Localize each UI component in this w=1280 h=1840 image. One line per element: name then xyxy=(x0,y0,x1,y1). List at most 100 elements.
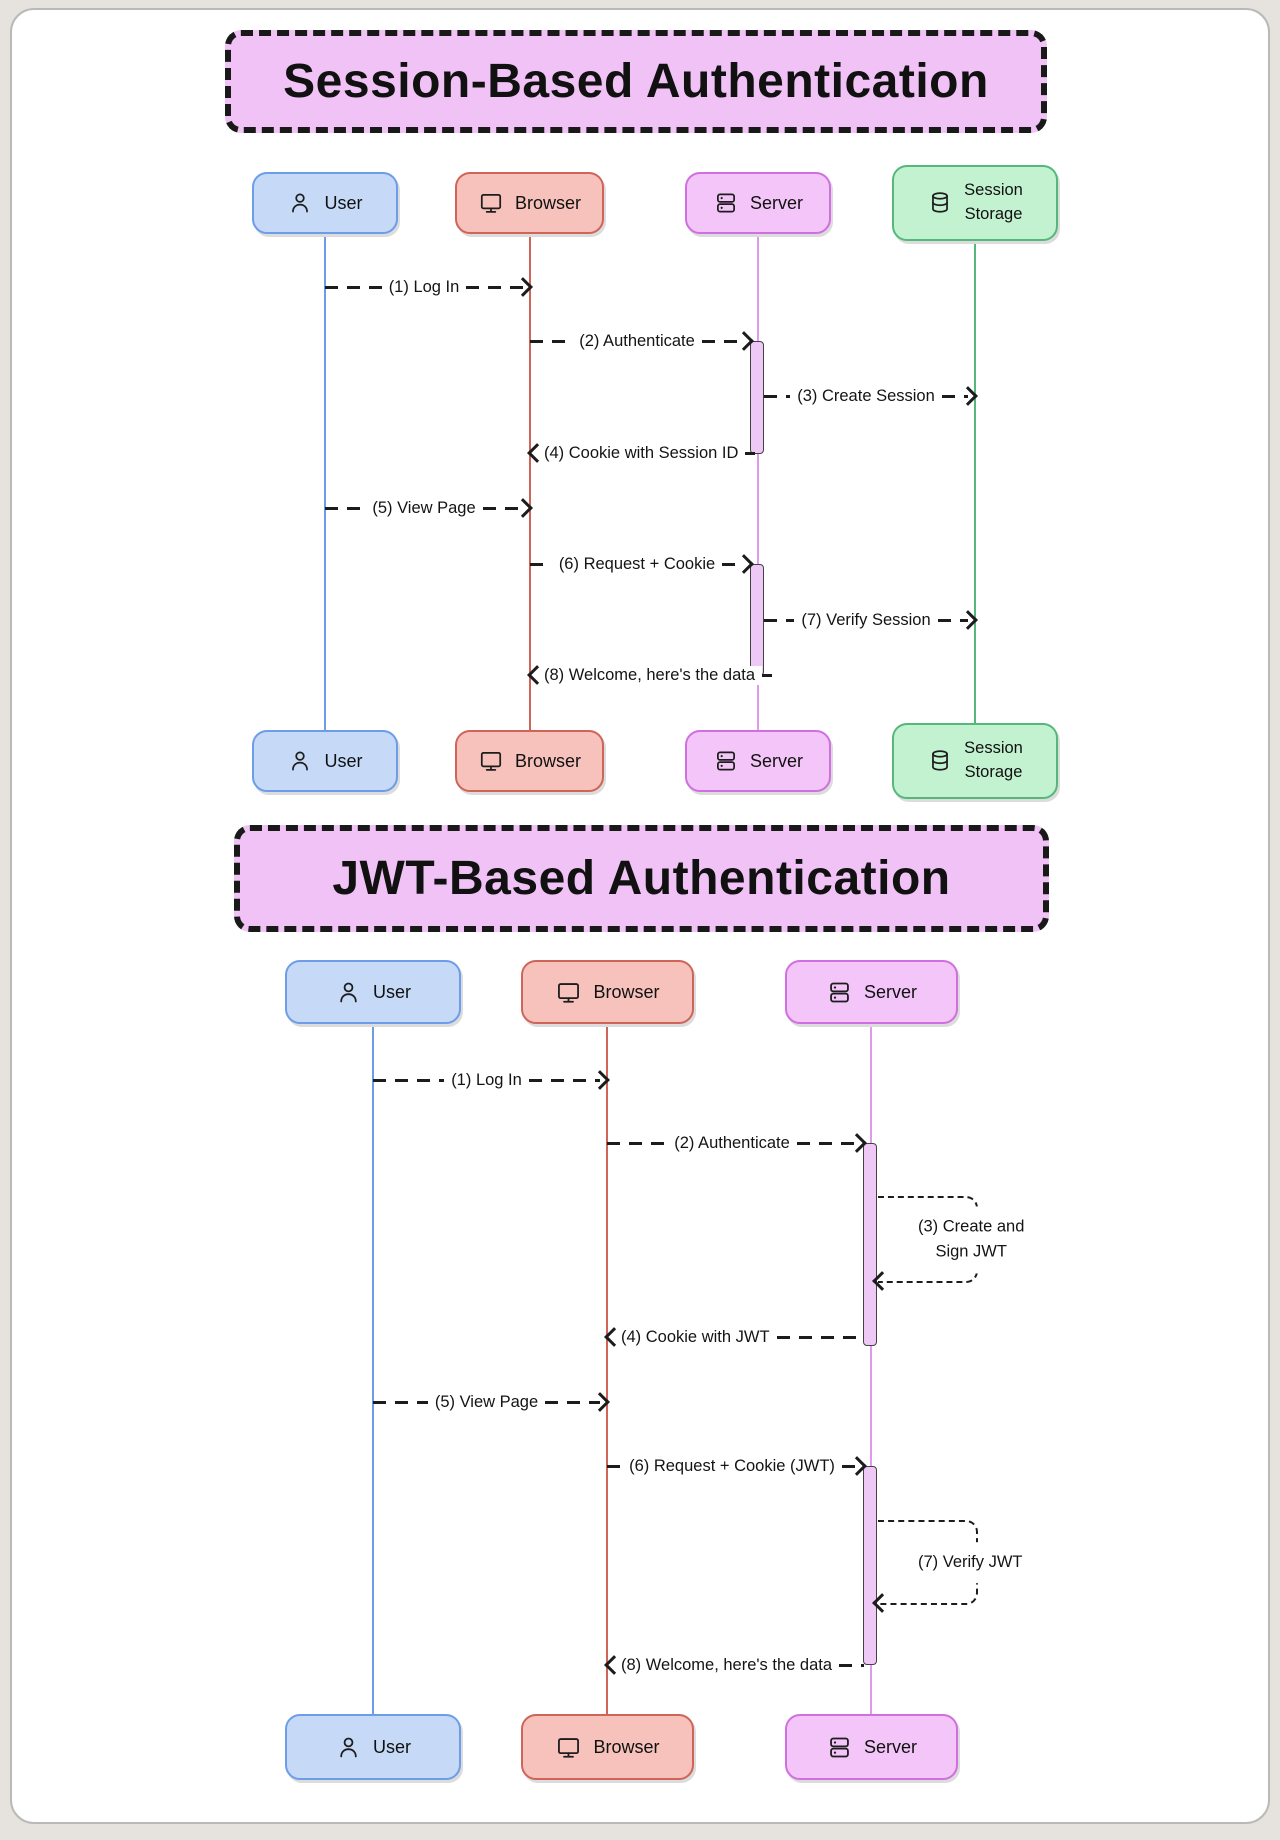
actor-browser-top: Browser xyxy=(455,172,604,234)
database-icon xyxy=(932,192,949,213)
dashed-line xyxy=(373,1078,445,1082)
message-label-line1: (3) Create and xyxy=(918,1216,1025,1235)
dashed-line xyxy=(745,451,756,455)
title-text: JWT-Based Authentication xyxy=(332,852,951,905)
message-label: (6) Request + Cookie xyxy=(551,554,723,574)
dashed-line xyxy=(528,1078,600,1082)
message-arrow-6: (6) Request + Cookie xyxy=(530,553,754,575)
actor-label: Browser xyxy=(593,981,660,1002)
session-diagram-title: Session-Based Authentication xyxy=(225,30,1047,133)
dashed-line xyxy=(545,1400,600,1404)
dashed-line xyxy=(482,506,523,510)
dashed-line xyxy=(776,1335,864,1339)
message-label: (8) Welcome, here's the data xyxy=(614,1655,840,1675)
activation-bar xyxy=(863,1143,877,1346)
actor-label-line2: Storage xyxy=(964,205,1023,223)
message-label: (7) Verify JWT xyxy=(910,1541,1031,1584)
activation-bar xyxy=(750,341,764,454)
dashed-line xyxy=(607,1464,623,1468)
dashed-line xyxy=(841,1464,858,1468)
dashed-line xyxy=(607,1141,668,1145)
monitor-icon xyxy=(480,194,502,213)
dashed-line xyxy=(530,339,573,343)
arrowhead-icon xyxy=(958,386,978,406)
message-arrow-2: (2) Authenticate xyxy=(530,330,754,352)
actor-label: Server xyxy=(749,750,803,771)
monitor-icon xyxy=(558,982,580,1003)
arrowhead-icon xyxy=(513,277,533,297)
dashed-line xyxy=(722,562,744,566)
lifeline-user xyxy=(372,1024,374,1714)
dashed-line xyxy=(466,285,523,289)
message-label: (4) Cookie with JWT xyxy=(614,1327,777,1347)
server-icon xyxy=(830,1737,849,1757)
actor-label-line2: Storage xyxy=(964,763,1023,781)
message-label: (3) Create and Sign JWT xyxy=(910,1205,1033,1274)
dashed-line xyxy=(762,673,773,677)
dashed-line xyxy=(764,618,795,622)
self-message-verify-jwt: (7) Verify JWT xyxy=(872,1520,1031,1613)
title-text: Session-Based Authentication xyxy=(283,55,989,108)
actor-user-top: User xyxy=(285,960,461,1024)
actor-user-bottom: User xyxy=(252,730,398,792)
message-label: (1) Log In xyxy=(444,1070,529,1090)
actor-label: Server xyxy=(863,981,917,1002)
lifeline-server xyxy=(870,1024,872,1714)
activation-bar xyxy=(750,564,764,676)
monitor-icon xyxy=(480,752,502,771)
message-arrow-6: (6) Request + Cookie (JWT) xyxy=(607,1455,867,1477)
monitor-icon xyxy=(558,1737,580,1758)
actor-label: Browser xyxy=(514,192,581,213)
lifeline-user xyxy=(324,234,326,730)
message-label: (8) Welcome, here's the data xyxy=(537,665,763,685)
message-label: (1) Log In xyxy=(381,277,467,297)
dashed-line xyxy=(839,1663,864,1667)
actor-label: Session Storage xyxy=(964,737,1023,785)
message-arrow-4: (4) Cookie with Session ID xyxy=(527,442,756,464)
actor-label: User xyxy=(324,750,363,771)
actor-label-line1: Session xyxy=(964,739,1023,758)
database-icon xyxy=(932,750,949,771)
server-icon xyxy=(830,982,849,1002)
actor-label: Server xyxy=(749,192,803,213)
user-icon xyxy=(340,1737,357,1757)
server-icon xyxy=(716,193,735,213)
message-arrow-5: (5) View Page xyxy=(325,497,533,519)
message-arrow-5: (5) View Page xyxy=(373,1391,610,1413)
message-label: (7) Verify Session xyxy=(794,610,938,630)
message-label: (2) Authenticate xyxy=(667,1133,797,1153)
actor-session-storage-bottom: Session Storage xyxy=(892,723,1058,799)
actor-label: Browser xyxy=(514,750,581,771)
message-arrow-8: (8) Welcome, here's the data xyxy=(604,1654,864,1676)
lifeline-browser xyxy=(529,234,531,730)
actor-label-line1: Session xyxy=(964,181,1023,200)
message-label: (5) View Page xyxy=(365,498,483,518)
arrowhead-icon xyxy=(734,331,754,351)
actor-label: Server xyxy=(863,1736,917,1757)
dashed-line xyxy=(373,1400,428,1404)
actor-label: User xyxy=(372,1736,411,1757)
lifeline-session-storage xyxy=(974,241,976,723)
message-arrow-2: (2) Authenticate xyxy=(607,1132,867,1154)
server-icon xyxy=(716,751,735,771)
user-icon xyxy=(292,193,309,213)
dashed-line xyxy=(325,506,366,510)
message-arrow-8: (8) Welcome, here's the data xyxy=(527,664,773,686)
dashed-line xyxy=(701,339,745,343)
dashed-line xyxy=(796,1141,858,1145)
arrowhead-icon xyxy=(847,1456,867,1476)
actor-session-storage-top: Session Storage xyxy=(892,165,1058,241)
message-arrow-1: (1) Log In xyxy=(325,276,533,298)
actor-label: Browser xyxy=(593,1736,660,1757)
dashed-line xyxy=(325,285,382,289)
actor-label: User xyxy=(372,981,411,1002)
dashed-line xyxy=(937,618,968,622)
arrowhead-icon xyxy=(590,1070,610,1090)
actor-server-bottom: Server xyxy=(785,1714,958,1780)
arrowhead-icon xyxy=(847,1133,867,1153)
message-arrow-7: (7) Verify Session xyxy=(764,609,978,631)
actor-user-top: User xyxy=(252,172,398,234)
message-label: (3) Create Session xyxy=(790,386,942,406)
actor-browser-bottom: Browser xyxy=(521,1714,694,1780)
